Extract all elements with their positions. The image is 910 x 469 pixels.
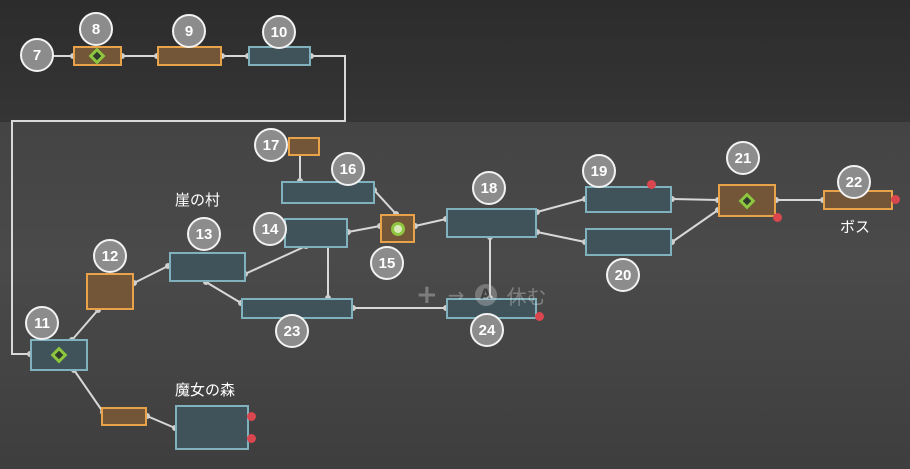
rest-label: 休む: [506, 284, 547, 309]
room-number-badge: 12: [93, 239, 127, 273]
room-13[interactable]: [169, 252, 246, 282]
room-18[interactable]: [446, 208, 537, 238]
map-background-lower: [0, 122, 910, 469]
room-11[interactable]: [30, 339, 88, 371]
room-bottom-corridor[interactable]: [101, 407, 147, 426]
area-label-cliff-village: 崖の村: [175, 191, 221, 209]
a-button-icon: A: [474, 284, 497, 306]
item-marker: [647, 180, 656, 189]
room-number-badge: 24: [470, 313, 504, 347]
rest-hint: + → A 休む: [416, 280, 547, 310]
room-number-badge: 19: [582, 154, 616, 188]
room-number-badge: 8: [79, 12, 113, 46]
room-number-badge: 21: [726, 141, 760, 175]
room-14[interactable]: [284, 218, 348, 248]
room-19[interactable]: [585, 186, 672, 213]
room-9[interactable]: [157, 46, 222, 66]
room-number-badge: 22: [837, 165, 871, 199]
room-20[interactable]: [585, 228, 672, 256]
warp-point-icon: [391, 222, 405, 236]
item-marker: [891, 195, 900, 204]
room-number-badge: 18: [472, 171, 506, 205]
map-background-upper: [0, 0, 910, 122]
room-number-badge: 10: [262, 15, 296, 49]
room-number-badge: 15: [370, 246, 404, 280]
room-number-badge: 13: [187, 217, 221, 251]
room-number-badge: 9: [172, 14, 206, 48]
room-16[interactable]: [281, 181, 375, 204]
plus-icon: +: [416, 280, 438, 310]
room-number-badge: 20: [606, 258, 640, 292]
room-10[interactable]: [248, 46, 311, 66]
item-marker: [247, 434, 256, 443]
room-number-badge: 11: [25, 306, 59, 340]
arrow-right-icon: →: [447, 283, 465, 307]
room-15[interactable]: [380, 214, 415, 243]
item-marker: [773, 213, 782, 222]
item-marker: [535, 312, 544, 321]
area-label-witch-forest: 魔女の森: [175, 381, 236, 399]
room-number-badge: 17: [254, 128, 288, 162]
room-17[interactable]: [288, 137, 320, 156]
room-12[interactable]: [86, 273, 134, 310]
room-witch-forest[interactable]: [175, 405, 249, 450]
room-number-badge: 7: [20, 38, 54, 72]
room-number-badge: 14: [253, 212, 287, 246]
room-number-badge: 16: [331, 152, 365, 186]
item-marker: [247, 412, 256, 421]
room-number-badge: 23: [275, 314, 309, 348]
area-label-boss: ボス: [840, 218, 871, 236]
